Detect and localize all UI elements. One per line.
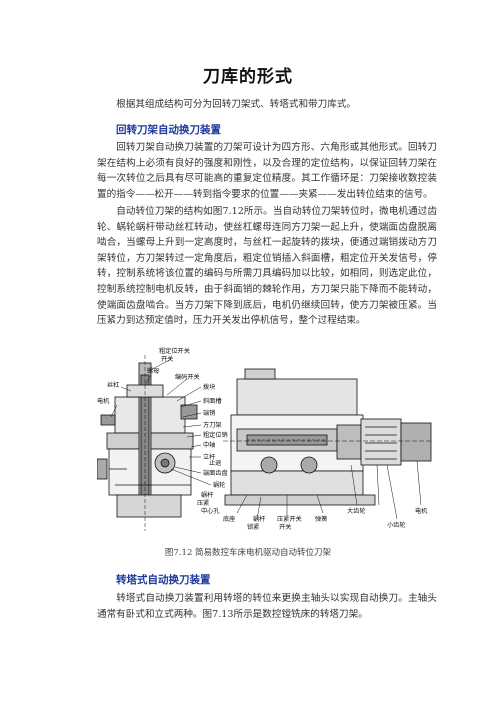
label-clamp-switch-suffix: 开关 [279,523,291,531]
label-encoder-switch: 编码开关 [175,373,200,381]
label-face-gear: 端面齿盘 [203,469,228,477]
turret-diagram-svg: 粗定位开关 开关 螺母 编码开关 拨块 斜面槽 端销 方刀架 粗定位销 中轴 立… [96,347,433,531]
label-center-hole: 中心孔 [201,507,220,515]
label-clamp-switch: 压紧开关 [277,515,302,523]
label-dial-block: 拨块 [203,383,215,391]
label-worm-wheel: 蜗轮 [213,481,225,489]
label-clamp: 压紧 [197,499,209,507]
label-motor-left: 电机 [97,397,110,405]
label-coarse-pin: 粗定位销 [203,431,228,439]
label-switch-suffix: 开关 [161,355,173,363]
section2-paragraph-1: 转塔式自动换刀装置利用转塔的转位来更换主轴头以实现自动换刀。主轴头通常有卧式和立… [97,593,437,620]
right-side-view [223,368,433,506]
label-stop: 止退 [209,459,221,467]
leader-lines-right [236,460,422,520]
label-coarse-positioning-switch: 粗定位开关 [159,347,190,355]
label-base: 底座 [223,515,235,523]
section-heading-turret-rest: 回转刀架自动换刀装置 [116,124,221,136]
label-end-pin: 端销 [203,409,215,417]
figure-caption: 图7.12 简易数控车床电机驱动自动转位刀架 [164,548,332,558]
label-bevel-slot: 斜面槽 [203,397,222,405]
label-big-gear: 大齿轮 [347,507,366,515]
label-worm-right: 蜗杆 [253,515,265,523]
figure-turret-diagram: 粗定位开关 开关 螺母 编码开关 拨块 斜面槽 端销 方刀架 粗定位销 中轴 立… [96,345,437,537]
label-motor-right: 电机 [415,507,428,515]
label-stand-bar: 立杆 [203,453,215,461]
page-title: 刀库的形式 [203,67,293,87]
label-lock: 锁紧 [247,523,259,531]
label-worm: 蜗杆 [201,491,213,499]
left-section-view [96,355,198,531]
leader-lines-left [110,358,212,486]
label-spring: 弹簧 [315,515,327,523]
section1-paragraph-1: 回转刀架自动换刀装置的刀架可设计为四方形、六角形或其他形式。回转刀架在结构上必须… [97,142,437,200]
label-center-shaft: 中轴 [203,441,215,449]
label-square-rest: 方刀架 [203,421,222,429]
label-nut: 螺母 [147,367,159,375]
intro-paragraph: 根据其组成结构可分为回转刀架式、转塔式和带刀库式。 [116,99,357,110]
label-small-gear: 小齿轮 [387,521,406,529]
section1-paragraph-2: 自动转位刀架的结构如图7.12所示。当自动转位刀架转位时，微电机通过齿轮、蜗轮蜗… [97,206,437,327]
label-lead-screw: 丝杠 [107,381,119,389]
section-heading-turret-head: 转塔式自动换刀装置 [116,574,211,586]
